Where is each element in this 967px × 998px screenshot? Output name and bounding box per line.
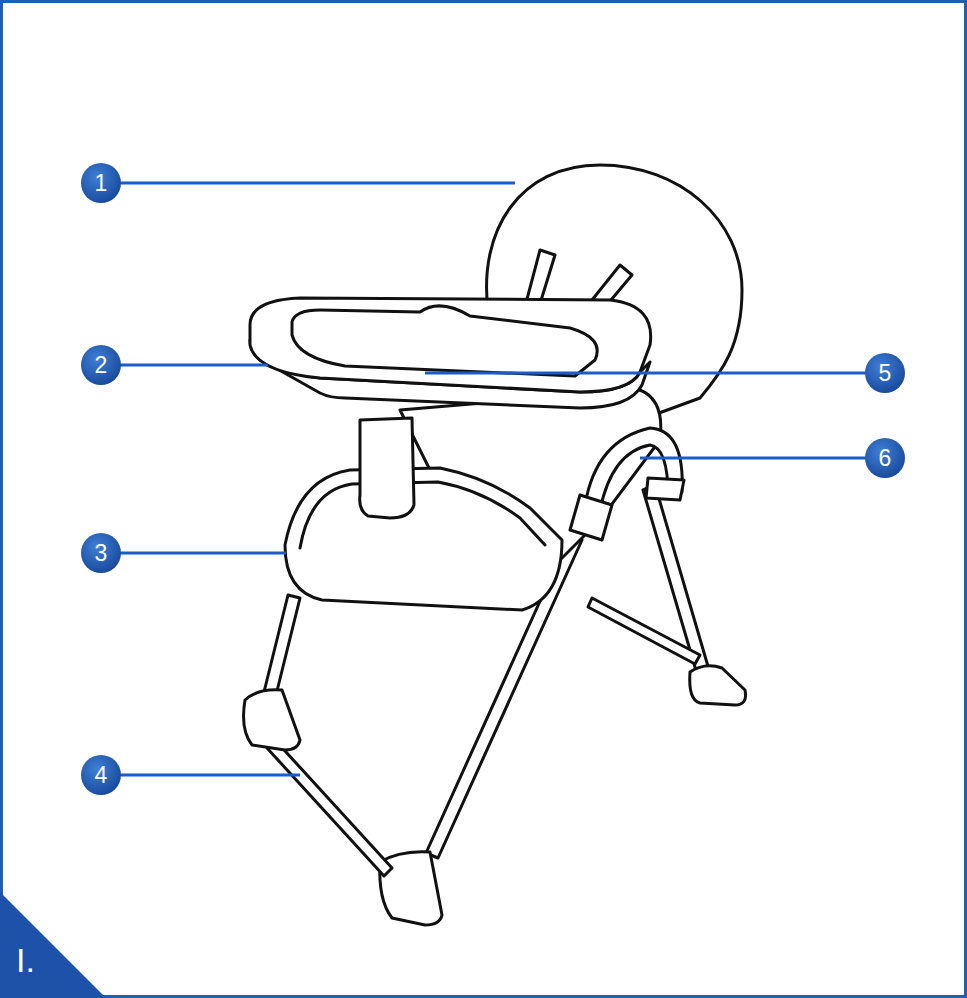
tray-insert [292, 306, 597, 376]
hinge [570, 495, 612, 540]
corner-triangle [0, 892, 106, 998]
callout-circles [81, 163, 905, 795]
crossbar [588, 598, 700, 664]
leader-line [101, 182, 515, 185]
figure-number: I. [16, 940, 35, 980]
leader-line [101, 364, 268, 367]
callout-number: 6 [865, 438, 905, 478]
crossbar [267, 740, 392, 876]
callout-circle [81, 345, 121, 385]
foot-pad [690, 666, 746, 705]
callout-number: 1 [81, 163, 121, 203]
leader-line [425, 372, 885, 375]
leader-lines [101, 183, 885, 775]
callout-circle [865, 438, 905, 478]
leader-line [101, 774, 300, 777]
callout-circle [81, 163, 121, 203]
leader-line [101, 552, 286, 555]
callout-number: 4 [81, 755, 121, 795]
tray [250, 298, 651, 392]
crotch-post [360, 418, 414, 518]
callout-circle [865, 353, 905, 393]
callout-circle [81, 755, 121, 795]
leader-line [640, 457, 885, 460]
callout-number: 2 [81, 345, 121, 385]
front-leg [264, 595, 300, 695]
foot-pad [244, 690, 300, 750]
callout-circle [81, 533, 121, 573]
hinge [646, 478, 684, 500]
seat [285, 468, 562, 610]
callout-number: 3 [81, 533, 121, 573]
seat-edge [300, 482, 545, 548]
callout-number: 5 [865, 353, 905, 393]
chair-drawing [244, 165, 746, 925]
